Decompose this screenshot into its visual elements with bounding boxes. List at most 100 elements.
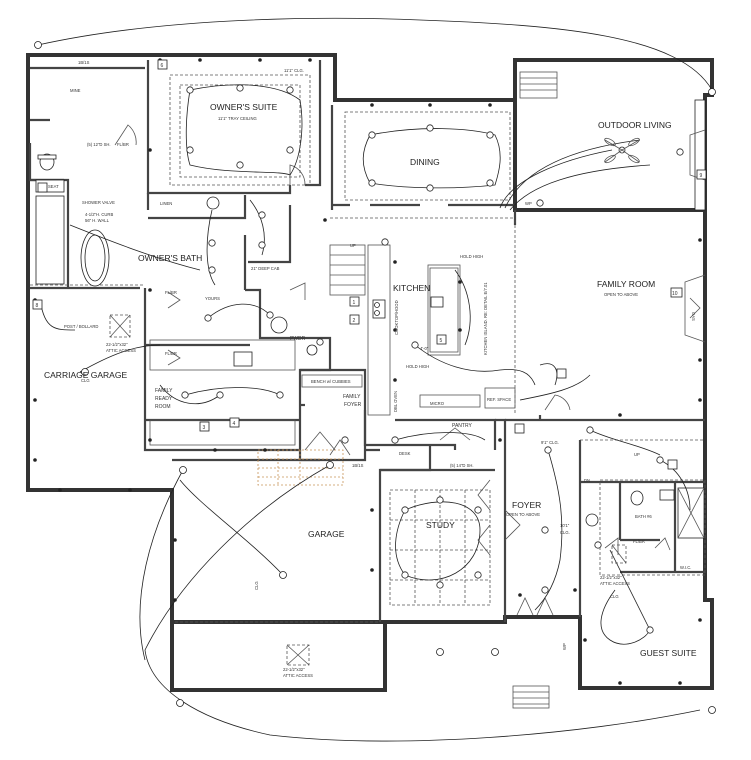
svg-text:3: 3 xyxy=(203,425,206,431)
note-clg-101: 10'1" xyxy=(560,523,570,528)
room-wic: W.I.C. xyxy=(680,565,691,570)
foyer-open: OPEN TO ABOVE xyxy=(506,512,540,517)
note-linen: LINEN xyxy=(160,201,172,206)
note-attic-1a: 22-1/2"x32" xyxy=(106,342,128,347)
room-guest-suite: GUEST SUITE xyxy=(640,648,697,658)
garage-steps xyxy=(257,449,344,486)
note-clg-91: 9'1" CLG. xyxy=(541,440,559,445)
doors xyxy=(114,124,671,616)
tag-2: 2 xyxy=(349,314,360,325)
note-dbl-oven: DBL OVEN xyxy=(393,391,398,412)
attic-access-symbols xyxy=(109,314,627,666)
note-attic-3b: ATTIC ACCESS xyxy=(600,581,630,586)
annotations: 11'1" CLG. SHOWER VALVE 4-1/2"H. CURB 56… xyxy=(48,60,696,678)
tag-4: 4 xyxy=(229,417,240,428)
tag-1: 1 xyxy=(349,296,360,307)
note-wp-1: WP xyxy=(525,201,532,206)
bath-fixtures xyxy=(35,99,706,539)
note-cooktop: COOKTOP/HOOD xyxy=(394,300,399,335)
svg-text:9: 9 xyxy=(700,173,703,179)
note-hold-high-1: HOLD HIGH xyxy=(460,254,483,259)
svg-text:5: 5 xyxy=(440,338,443,344)
room-mine: MINE xyxy=(70,88,81,93)
note-shelf-rs-1: 1B/1S xyxy=(78,60,90,65)
svg-text:6: 6 xyxy=(161,63,164,69)
room-pantry: PANTRY xyxy=(452,423,472,429)
note-kitchen-island: KITCHEN ISLAND. RE: DETAIL E/7.01 xyxy=(483,282,488,355)
note-clg-carriage: CLG xyxy=(81,378,90,383)
stairs xyxy=(257,71,558,709)
note-flbr-3: FL/BR xyxy=(165,351,177,356)
room-pwdr: PWDR xyxy=(290,336,306,342)
note-post-bollard: POST / BOLLARD xyxy=(64,324,98,329)
note-desk: DESK xyxy=(399,451,411,456)
note-clg-111: 11'1" CLG. xyxy=(284,68,304,73)
note-clg-guest: CLG xyxy=(610,594,619,599)
kitchen-cabinets xyxy=(149,244,516,446)
note-deep-cab: 21" DEEP CAB xyxy=(251,266,280,271)
note-shelf-rs-2: 1B/1S xyxy=(352,463,364,468)
room-outdoor-living: OUTDOOR LIVING xyxy=(598,120,672,130)
tag-3: 3 xyxy=(199,421,210,432)
room-dining: DINING xyxy=(410,157,440,167)
note-flbr-4: FL/BR xyxy=(633,539,645,544)
note-shelf-5: (5) 14"D SH. xyxy=(450,463,474,468)
room-family-ready-3: ROOM xyxy=(155,404,171,410)
room-yours: YOURS xyxy=(205,296,220,301)
keynote-tags: 1 2 3 4 5 6 8 9 10 xyxy=(32,59,707,470)
note-clg-garage: CLG xyxy=(254,581,259,590)
note-shelf-5b: (5) 12"D SH. xyxy=(87,142,111,147)
note-clg-101-b: CLG. xyxy=(560,530,570,535)
svg-text:4: 4 xyxy=(233,421,236,427)
interior-walls xyxy=(28,60,705,622)
tag-10: 10 xyxy=(670,287,683,298)
tag-9: 9 xyxy=(696,169,707,180)
note-up-1: UP xyxy=(350,243,356,248)
room-foyer: FOYER xyxy=(512,500,541,510)
room-owners-suite: OWNER'S SUITE xyxy=(210,102,278,112)
room-garage: GARAGE xyxy=(308,529,345,539)
room-bath-6: BATH #6 xyxy=(635,514,652,519)
note-attic-2b: ATTIC ACCESS xyxy=(283,673,313,678)
room-family-ready-1: FAMILY xyxy=(155,388,173,394)
svg-text:10: 10 xyxy=(672,291,678,297)
room-owners-bath: OWNER'S BATH xyxy=(138,253,202,263)
tag-8: 8 xyxy=(32,299,43,310)
tag-6: 6 xyxy=(157,59,168,70)
svg-text:2: 2 xyxy=(353,318,356,324)
family-room-open: OPEN TO ABOVE xyxy=(604,292,638,297)
note-wp-2: WP xyxy=(562,643,567,650)
note-flbr-1: FL/BR xyxy=(117,142,129,147)
note-4-0: 4'-0" xyxy=(420,346,429,351)
note-bench: BENCH w/ CUBBIES xyxy=(311,379,351,384)
room-labels: MINE OWNER'S SUITE 11'1" TRAY CEILING DI… xyxy=(44,88,697,658)
note-attic-1b: ATTIC ACCESS xyxy=(106,348,136,353)
room-carriage-garage: CARRIAGE GARAGE xyxy=(44,370,127,380)
ceiling-fan xyxy=(604,137,640,164)
note-curb: 4-1/2"H. CURB xyxy=(85,212,113,217)
room-family-room: FAMILY ROOM xyxy=(597,279,655,289)
note-flbr-2: FL/BR xyxy=(165,290,177,295)
note-gas: GAS xyxy=(691,312,696,321)
room-study: STUDY xyxy=(426,520,455,530)
room-family-ready-2: READY xyxy=(155,396,173,402)
room-family-foyer-2: FOYER xyxy=(344,402,362,408)
note-attic-3a: 22-1/2"x32" xyxy=(600,575,622,580)
tag-5: 5 xyxy=(436,334,447,345)
owners-suite-ceiling: 11'1" TRAY CEILING xyxy=(218,116,257,121)
note-micro: MICRO xyxy=(430,401,445,406)
wiring xyxy=(37,17,713,742)
note-hold-high-2: HOLD HIGH xyxy=(406,364,429,369)
svg-text:1: 1 xyxy=(353,300,356,306)
note-up-2: UP xyxy=(634,452,640,457)
note-dn: DN xyxy=(584,478,590,483)
note-wall-56: 56" H. WALL xyxy=(85,218,110,223)
room-family-foyer-1: FAMILY xyxy=(343,394,361,400)
svg-text:8: 8 xyxy=(36,303,39,309)
note-attic-2a: 22-1/2"x32" xyxy=(283,667,305,672)
note-seat: SEAT xyxy=(48,184,59,189)
room-kitchen: KITCHEN xyxy=(393,283,430,293)
light-fixtures xyxy=(34,41,716,714)
note-ref-space: REF. SPACE xyxy=(487,397,511,402)
